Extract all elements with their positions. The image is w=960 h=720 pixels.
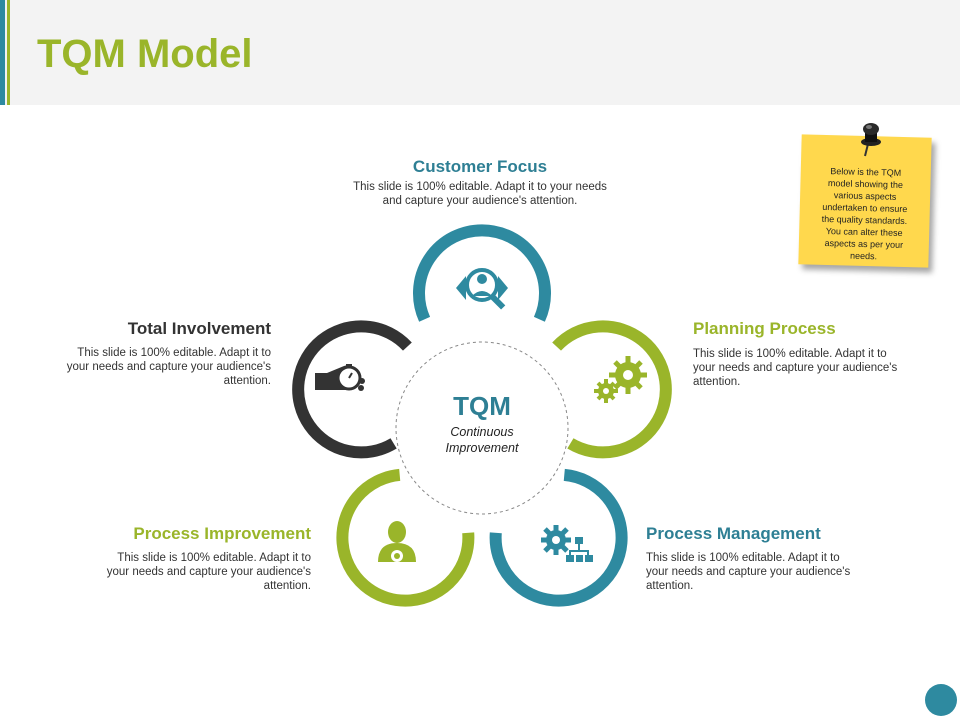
customer-focus-description: This slide is 100% editable. Adapt it to… (330, 180, 630, 208)
planning-process-label: Planning Process (693, 319, 836, 338)
gear-hierarchy-icon (541, 525, 593, 562)
total-involvement-desc-line-3: attention. (223, 375, 271, 387)
segment-total-involvement (292, 320, 412, 459)
segment-process-management (489, 468, 628, 607)
customer-focus-desc-line-2: and capture your audience's attention. (382, 195, 578, 207)
page-title: TQM Model (37, 32, 253, 76)
gears-icon (594, 356, 647, 403)
total-involvement-label: Total Involvement (127, 319, 271, 338)
person-gear-icon (378, 521, 416, 562)
customer-focus-label: Customer Focus (412, 157, 548, 176)
planning-process-desc-line-1: This slide is 100% editable. Adapt it to (693, 348, 887, 360)
process-improvement-desc-line-1: This slide is 100% editable. Adapt it to (117, 552, 311, 564)
planning-process-desc-line-2: your needs and capture your audience's (693, 362, 898, 374)
process-improvement-description: This slide is 100% editable. Adapt it to… (71, 551, 311, 593)
process-management-label: Process Management (646, 524, 821, 543)
sticky-note-text: Below is the TQM model showing the vario… (806, 165, 922, 264)
center-title: TQM (453, 391, 511, 421)
planning-process-description: This slide is 100% editable. Adapt it to… (693, 347, 933, 389)
process-management-desc-line-2: your needs and capture your audience's (646, 566, 851, 578)
accent-bar-green (7, 0, 10, 105)
total-involvement-desc-line-1: This slide is 100% editable. Adapt it to (77, 347, 271, 359)
magnifier-person-icon (456, 268, 508, 310)
segment-process-improvement (336, 468, 475, 607)
planning-process-desc-line-3: attention. (693, 376, 741, 388)
corner-circle (925, 684, 957, 716)
accent-bar-teal (0, 0, 5, 105)
header-bar (0, 0, 960, 105)
total-involvement-desc-line-2: your needs and capture your audience's (66, 361, 271, 373)
note-line-8: needs. (849, 250, 878, 262)
center-subtitle-line-2: Improvement (445, 441, 519, 455)
segment-customer-focus (413, 224, 551, 322)
segment-planning-process (552, 320, 672, 459)
center-subtitle-line-1: Continuous (450, 425, 514, 439)
customer-focus-desc-line-1: This slide is 100% editable. Adapt it to… (353, 181, 607, 193)
process-improvement-desc-line-3: attention. (263, 580, 311, 592)
hand-stopwatch-icon (315, 364, 365, 391)
process-management-description: This slide is 100% editable. Adapt it to… (646, 551, 886, 593)
center-circle (395, 341, 569, 515)
process-management-desc-line-3: attention. (646, 580, 694, 592)
process-management-desc-line-1: This slide is 100% editable. Adapt it to (646, 552, 840, 564)
process-improvement-label: Process Improvement (133, 524, 311, 543)
center-subtitle: Continuous Improvement (412, 424, 552, 456)
pushpin-icon (861, 123, 881, 157)
total-involvement-description: This slide is 100% editable. Adapt it to… (31, 346, 271, 388)
process-improvement-desc-line-2: your needs and capture your audience's (106, 566, 311, 578)
